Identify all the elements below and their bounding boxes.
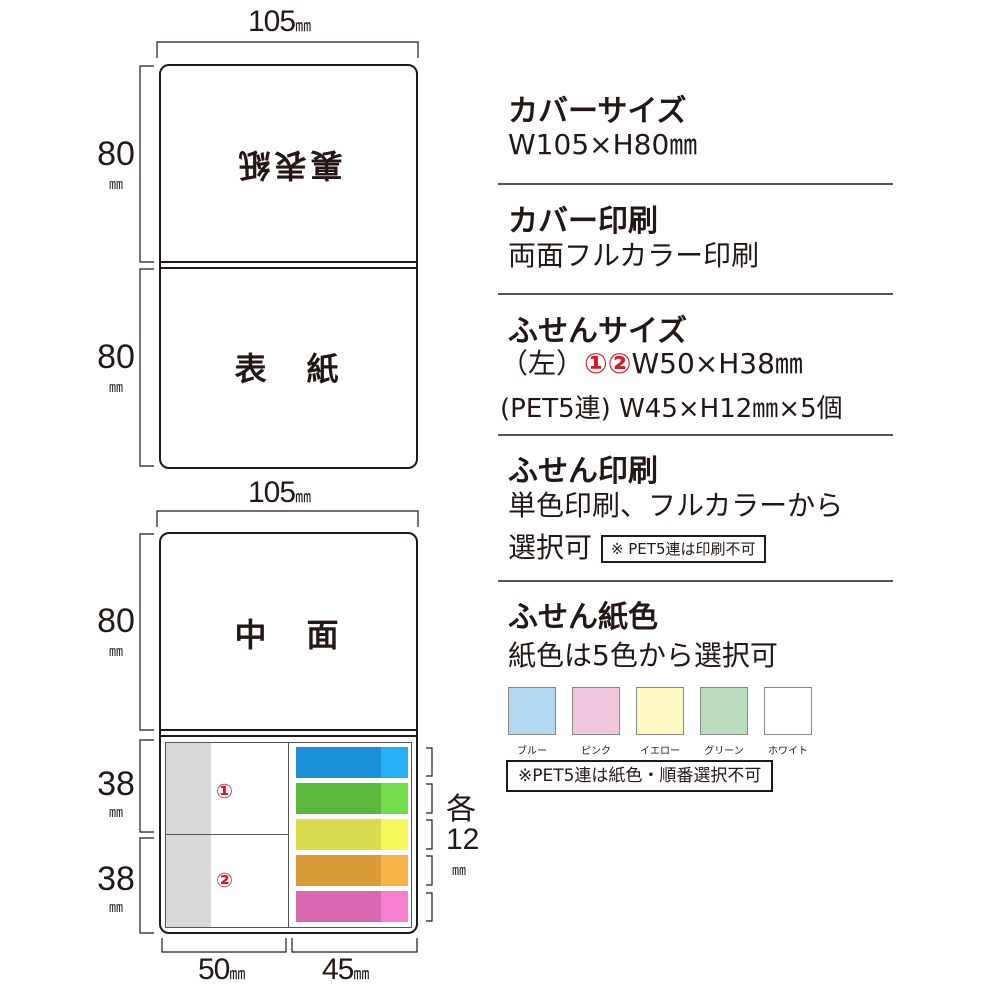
fusen-print-selectable: 選択可 <box>508 531 593 564</box>
pet-flag-5 <box>296 891 408 922</box>
height-80-label-1: 80 <box>97 135 135 173</box>
fusen-print-line1: 単色印刷、フルカラーから <box>508 489 844 522</box>
fusen-size-heading: ふせんサイズ <box>508 314 688 349</box>
divider-2 <box>498 293 893 295</box>
pet-flag-2 <box>296 783 408 814</box>
fusen-size-line2: (PET5連) W45×H12㎜×5個 <box>500 394 843 424</box>
cover-print-body: 両面フルカラー印刷 <box>508 239 760 272</box>
paper-color-note: ※PET5連は紙色・順番選択不可 <box>506 760 774 792</box>
pet-flag-5-tip <box>381 891 408 922</box>
pet-flag-1-tip <box>381 747 408 778</box>
sticky-note-1-marker: ① <box>216 779 233 803</box>
height-80-unit-1: ㎜ <box>109 176 123 192</box>
flag-height-brackets <box>426 747 433 922</box>
height-80-unit-2: ㎜ <box>109 379 123 395</box>
swatch-3 <box>636 687 684 735</box>
left-height-bracket-top <box>139 65 154 467</box>
bottom-width-50: 50㎜ <box>198 953 245 986</box>
height-38-unit-1: ㎜ <box>109 804 123 820</box>
front-cover-label: 表 紙 <box>234 350 343 388</box>
bottom-width-bracket <box>161 938 418 953</box>
each-unit: ㎜ <box>452 862 466 878</box>
back-cover-label: 裏表紙 <box>234 146 343 184</box>
bottom-width-45: 45㎜ <box>322 953 369 986</box>
sticky-note-2-marker: ② <box>216 868 233 892</box>
height-38-unit-2: ㎜ <box>109 899 123 915</box>
fusen-size-value: W50×H38㎜ <box>631 347 803 380</box>
inner-label: 中 面 <box>234 616 343 654</box>
swatch-label-5: ホワイト <box>768 746 808 757</box>
height-80-label-2: 80 <box>97 338 135 376</box>
pet-flag-4 <box>296 855 408 886</box>
top-width-label: 105㎜ <box>248 5 311 38</box>
cover-sheet: 裏表紙 表 紙 <box>159 64 418 469</box>
left-height-bracket-bottom <box>139 533 154 934</box>
each-value: 12 <box>446 823 480 856</box>
swatch-5 <box>764 687 812 735</box>
sticky-note-1-adhesive <box>166 743 211 834</box>
swatch-4 <box>700 687 748 735</box>
paper-color-body: 紙色は5色から選択可 <box>508 639 778 672</box>
cover-size-heading: カバーサイズ <box>508 94 687 129</box>
fusen-size-side: （左） <box>500 347 585 380</box>
fusen-print-line2: 選択可 ※ PET5連は印刷不可 <box>508 529 766 567</box>
cover-size-body: W105×H80㎜ <box>508 128 698 161</box>
swatch-label-1: ブルー <box>517 746 547 757</box>
height-80-unit-3: ㎜ <box>109 643 123 659</box>
sticky-note-2: ② <box>166 835 289 927</box>
mid-width-bracket <box>156 510 419 527</box>
fusen-print-note: ※ PET5連は印刷不可 <box>600 535 766 563</box>
pet-flag-1 <box>296 747 408 778</box>
sticky-note-2-adhesive <box>166 835 211 927</box>
divider-3 <box>498 434 893 436</box>
each-label: 各 <box>446 793 476 826</box>
inner-sheet: 中 面 ① ② <box>159 532 418 934</box>
pet-flag-3-tip <box>381 819 408 850</box>
cover-fold-line <box>161 261 416 269</box>
pet-flags <box>296 747 409 925</box>
swatch-label-3: イエロー <box>640 746 680 757</box>
pet-flag-3 <box>296 819 408 850</box>
sticky-area: ① ② <box>165 742 412 928</box>
pet-flag-4-tip <box>381 855 408 886</box>
pet-flag-2-tip <box>381 783 408 814</box>
fusen-size-markers: ①② <box>584 347 632 380</box>
divider-1 <box>498 183 893 185</box>
swatch-1 <box>508 687 556 735</box>
top-width-bracket <box>156 41 419 58</box>
inner-fold-line <box>161 729 416 737</box>
height-38-label-1: 38 <box>97 765 135 803</box>
fusen-size-line1: （左）①②W50×H38㎜ <box>500 345 803 383</box>
height-80-label-3: 80 <box>97 602 135 640</box>
cover-print-heading: カバー印刷 <box>508 204 658 239</box>
mid-width-label: 105㎜ <box>248 476 311 509</box>
divider-4 <box>498 580 893 582</box>
paper-color-heading: ふせん紙色 <box>508 600 658 635</box>
height-38-label-2: 38 <box>97 860 135 898</box>
swatch-2 <box>572 687 620 735</box>
sticky-note-1: ① <box>166 743 289 835</box>
fusen-print-heading: ふせん印刷 <box>508 454 658 489</box>
swatch-label-2: ピンク <box>581 746 611 757</box>
swatch-label-4: グリーン <box>704 746 744 757</box>
